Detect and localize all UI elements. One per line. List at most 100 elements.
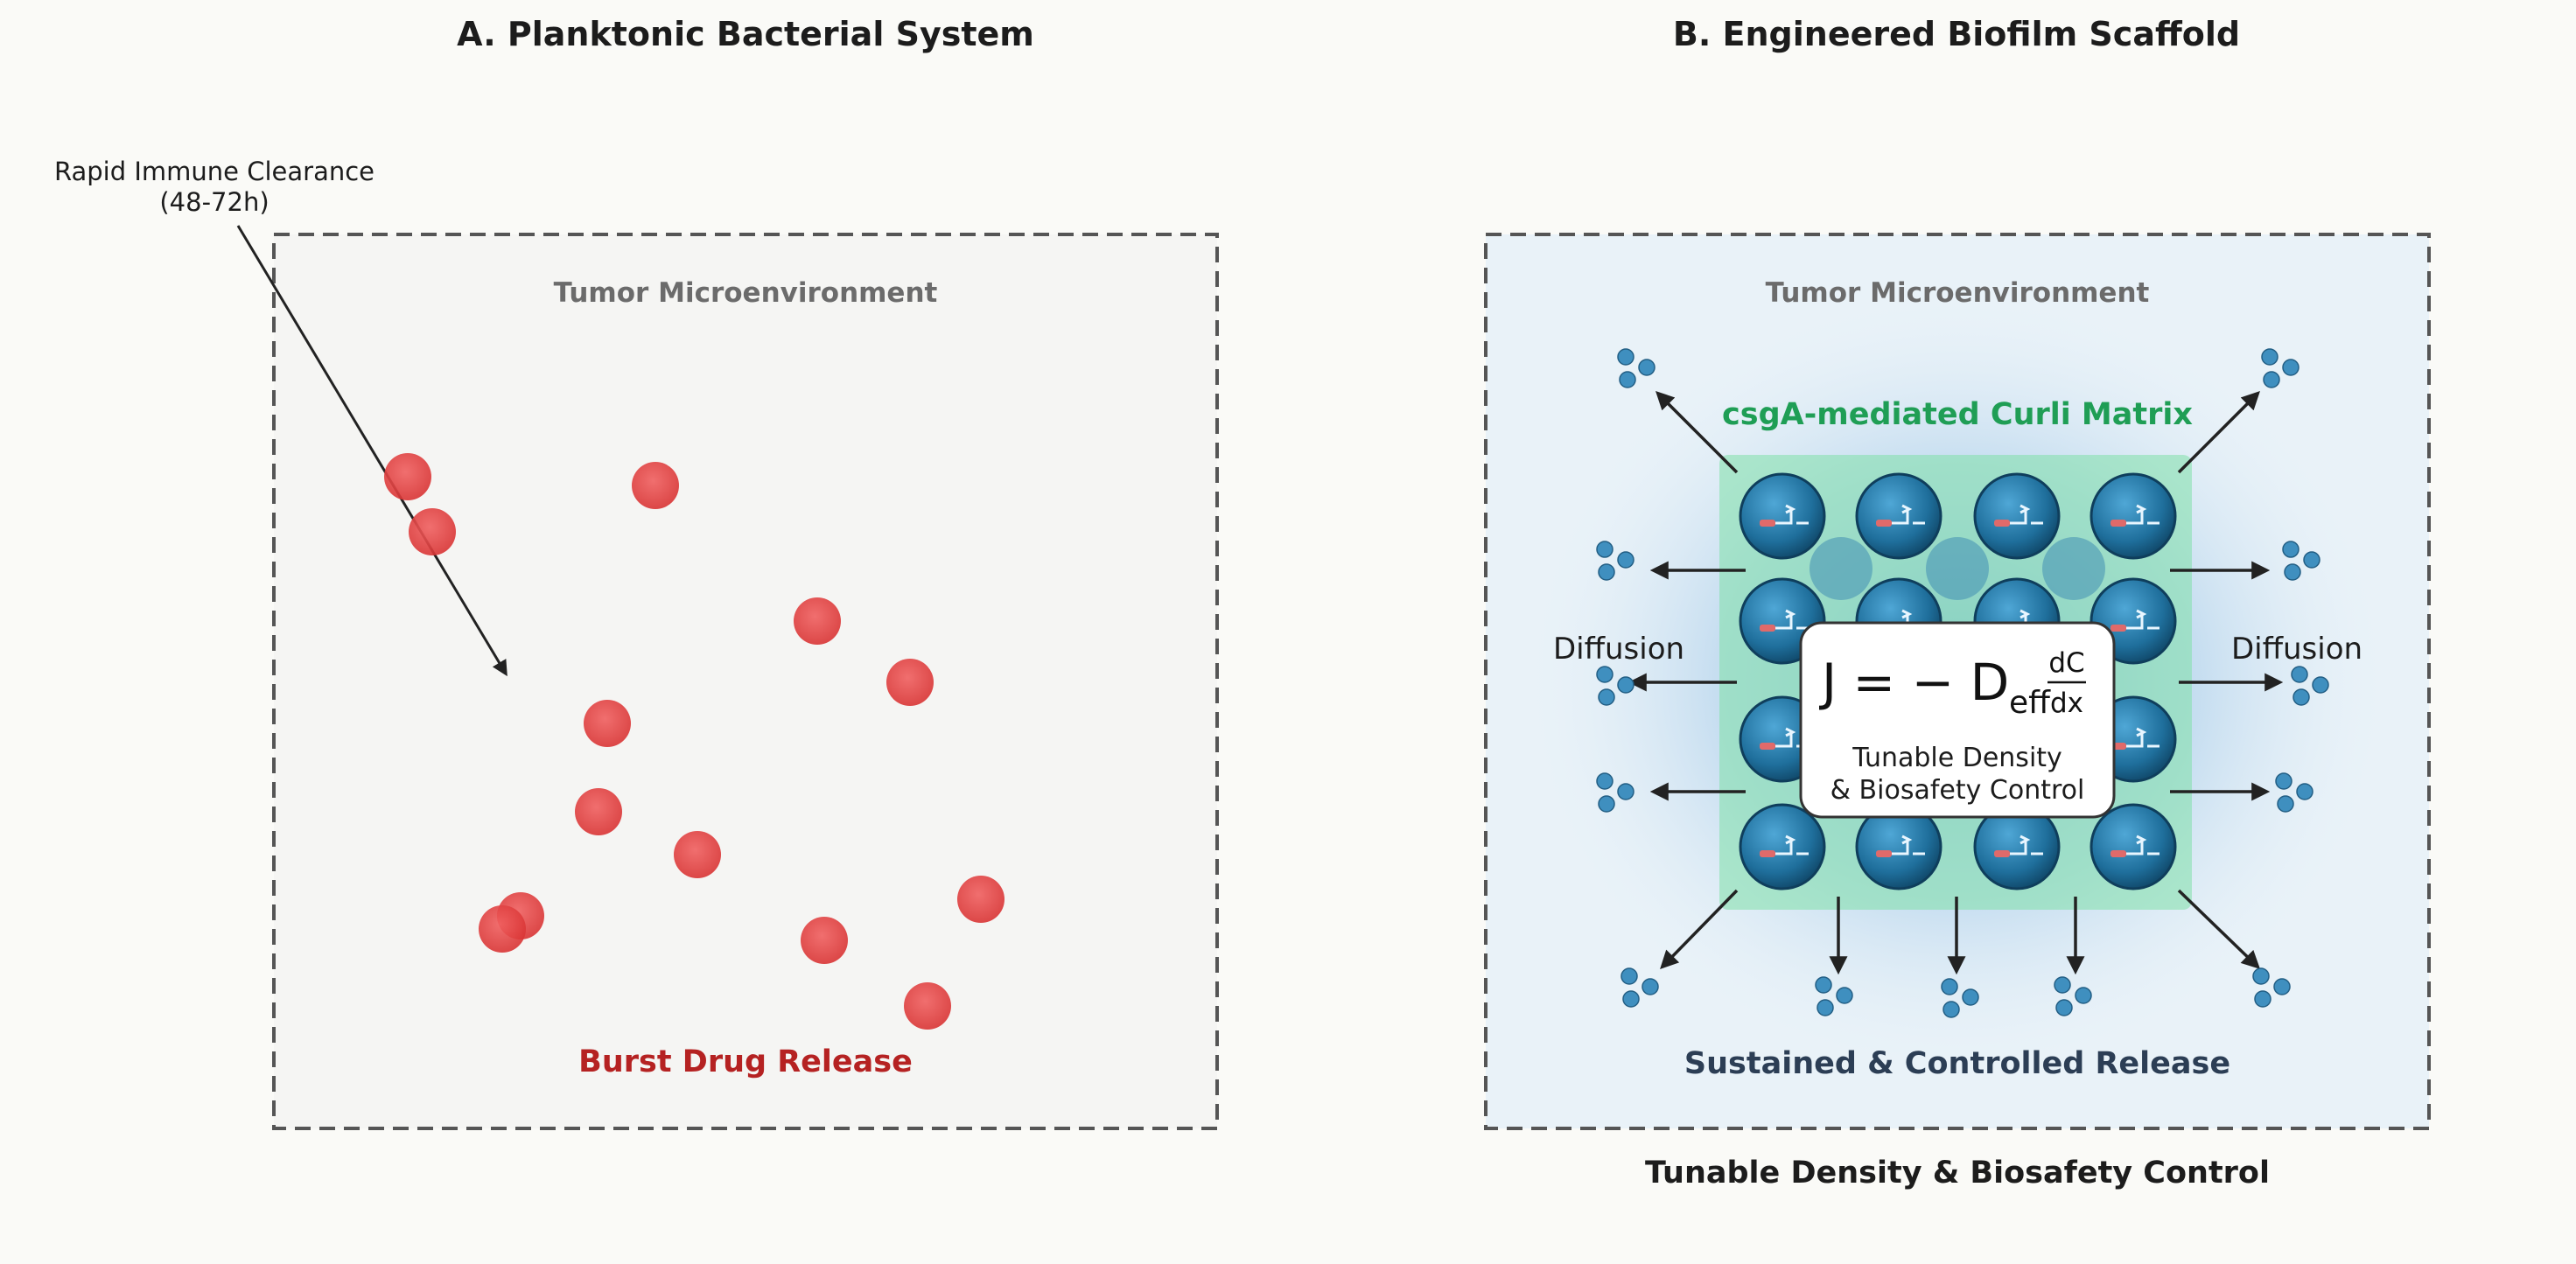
released-particle xyxy=(1617,551,1634,569)
released-particle xyxy=(2273,978,2291,995)
gene-cassette-icon xyxy=(1876,520,1892,527)
planktonic-cell xyxy=(384,453,431,500)
planktonic-cell xyxy=(479,905,526,953)
planktonic-cell xyxy=(674,831,721,878)
gene-cassette-icon xyxy=(1760,743,1775,750)
equation-box-line2: & Biosafety Control xyxy=(1830,775,2085,806)
panel-a-title: A. Planktonic Bacterial System xyxy=(457,15,1034,53)
panel-b: B. Engineered Biofilm Scaffold Tumor Mic… xyxy=(1484,15,2431,1191)
planktonic-cell xyxy=(794,597,841,645)
immune-clearance-label: Rapid Immune Clearance xyxy=(54,157,374,186)
released-particle xyxy=(1620,967,1638,985)
released-particle xyxy=(1617,348,1634,366)
promoter-arrow-icon xyxy=(2010,835,2043,855)
biofilm-inner-cell xyxy=(1926,537,1989,600)
released-particle xyxy=(2282,541,2300,558)
panel-a-frame xyxy=(272,233,1219,1130)
released-particle xyxy=(2277,795,2294,813)
planktonic-cell xyxy=(584,700,631,747)
released-particle xyxy=(1596,541,1614,558)
biofilm-inner-cell xyxy=(2042,537,2105,600)
biofilm-cell xyxy=(2090,472,2177,560)
equation-box-line1: Tunable Density xyxy=(1852,743,2062,773)
planktonic-cell xyxy=(575,788,622,835)
released-particle xyxy=(1598,795,1615,813)
released-particles xyxy=(1596,348,2329,1018)
biofilm-cell xyxy=(1855,472,1942,560)
immune-clearance-arrow xyxy=(236,225,508,677)
biofilm-cell xyxy=(1855,803,1942,890)
promoter-arrow-icon xyxy=(2126,504,2160,525)
released-particle xyxy=(2261,348,2278,366)
released-particle xyxy=(2252,967,2270,985)
curli-matrix-label: csgA-mediated Curli Matrix xyxy=(1722,397,2193,432)
biofilm-cell xyxy=(1739,803,1826,890)
planktonic-cell xyxy=(632,462,679,509)
released-particle xyxy=(2291,666,2308,683)
release-arrow xyxy=(1656,391,1739,474)
released-particle xyxy=(1598,688,1615,706)
promoter-arrow-icon xyxy=(1892,835,1925,855)
release-arrow xyxy=(2177,391,2260,474)
panel-b-bottom-caption: Tunable Density & Biosafety Control xyxy=(1645,1156,2270,1191)
panel-b-title: B. Engineered Biofilm Scaffold xyxy=(1673,15,2240,53)
gene-cassette-icon xyxy=(1876,850,1892,857)
promoter-arrow-icon xyxy=(2126,609,2160,630)
gene-cassette-icon xyxy=(1994,520,2010,527)
gene-cassette-icon xyxy=(1760,520,1775,527)
panel-a-environment-label: Tumor Microenvironment xyxy=(554,277,938,309)
biofilm-cell xyxy=(1739,472,1826,560)
burst-release-label: Burst Drug Release xyxy=(578,1044,913,1079)
gene-cassette-icon xyxy=(2110,850,2126,857)
planktonic-cells xyxy=(384,453,1004,1030)
release-arrows xyxy=(1628,391,2284,975)
promoter-arrow-icon xyxy=(2126,835,2160,855)
gene-cassette-icon xyxy=(2110,625,2126,632)
released-particle xyxy=(1836,987,1853,1004)
equation-box-frame xyxy=(1799,621,2116,819)
released-particle xyxy=(2312,676,2329,694)
planktonic-cell xyxy=(886,659,934,706)
released-particle xyxy=(1642,978,1659,995)
released-particle xyxy=(1962,988,1979,1006)
released-particle xyxy=(1816,999,1834,1016)
gene-cassette-icon xyxy=(1760,625,1775,632)
released-particle xyxy=(2275,772,2292,790)
released-particle xyxy=(1622,990,1640,1008)
diffusion-left-label: Diffusion xyxy=(1553,632,1684,667)
planktonic-cell xyxy=(904,982,951,1030)
biofilm-inner-cell xyxy=(1810,537,1872,600)
panel-a: A. Planktonic Bacterial System Tumor Mic… xyxy=(54,15,1219,1130)
sustained-release-label: Sustained & Controlled Release xyxy=(1684,1046,2230,1081)
planktonic-cell xyxy=(801,917,848,964)
released-particle xyxy=(1942,1001,1960,1018)
equation-box: J = − D eff dC dx Tunable Density & Bios… xyxy=(1799,621,2116,819)
gene-cassette-icon xyxy=(1760,850,1775,857)
panel-b-environment-label: Tumor Microenvironment xyxy=(1766,277,2150,309)
released-particle xyxy=(1619,371,1636,388)
equation-numerator: dC xyxy=(2048,647,2084,679)
release-arrow xyxy=(2177,889,2261,969)
released-particle xyxy=(1596,772,1614,790)
released-particle xyxy=(1815,976,1832,994)
released-particle xyxy=(2055,999,2073,1016)
released-particle xyxy=(1941,978,1958,995)
released-particle xyxy=(2075,987,2092,1004)
released-particle xyxy=(2254,990,2272,1008)
gene-cassette-icon xyxy=(2110,520,2126,527)
released-particle xyxy=(1617,783,1634,800)
released-particle xyxy=(1638,359,1656,376)
promoter-arrow-icon xyxy=(1775,504,1809,525)
released-particle xyxy=(2263,371,2280,388)
biofilm-cell xyxy=(2090,803,2177,890)
equation-lhs: J = − D xyxy=(1819,653,2009,712)
equation-denominator: dx xyxy=(2050,688,2083,719)
planktonic-cell xyxy=(957,876,1004,923)
promoter-arrow-icon xyxy=(2126,727,2160,748)
promoter-arrow-icon xyxy=(1892,504,1925,525)
released-particle xyxy=(1617,676,1634,694)
clearance-time-label: (48-72h) xyxy=(159,187,269,217)
released-particle xyxy=(2292,688,2310,706)
